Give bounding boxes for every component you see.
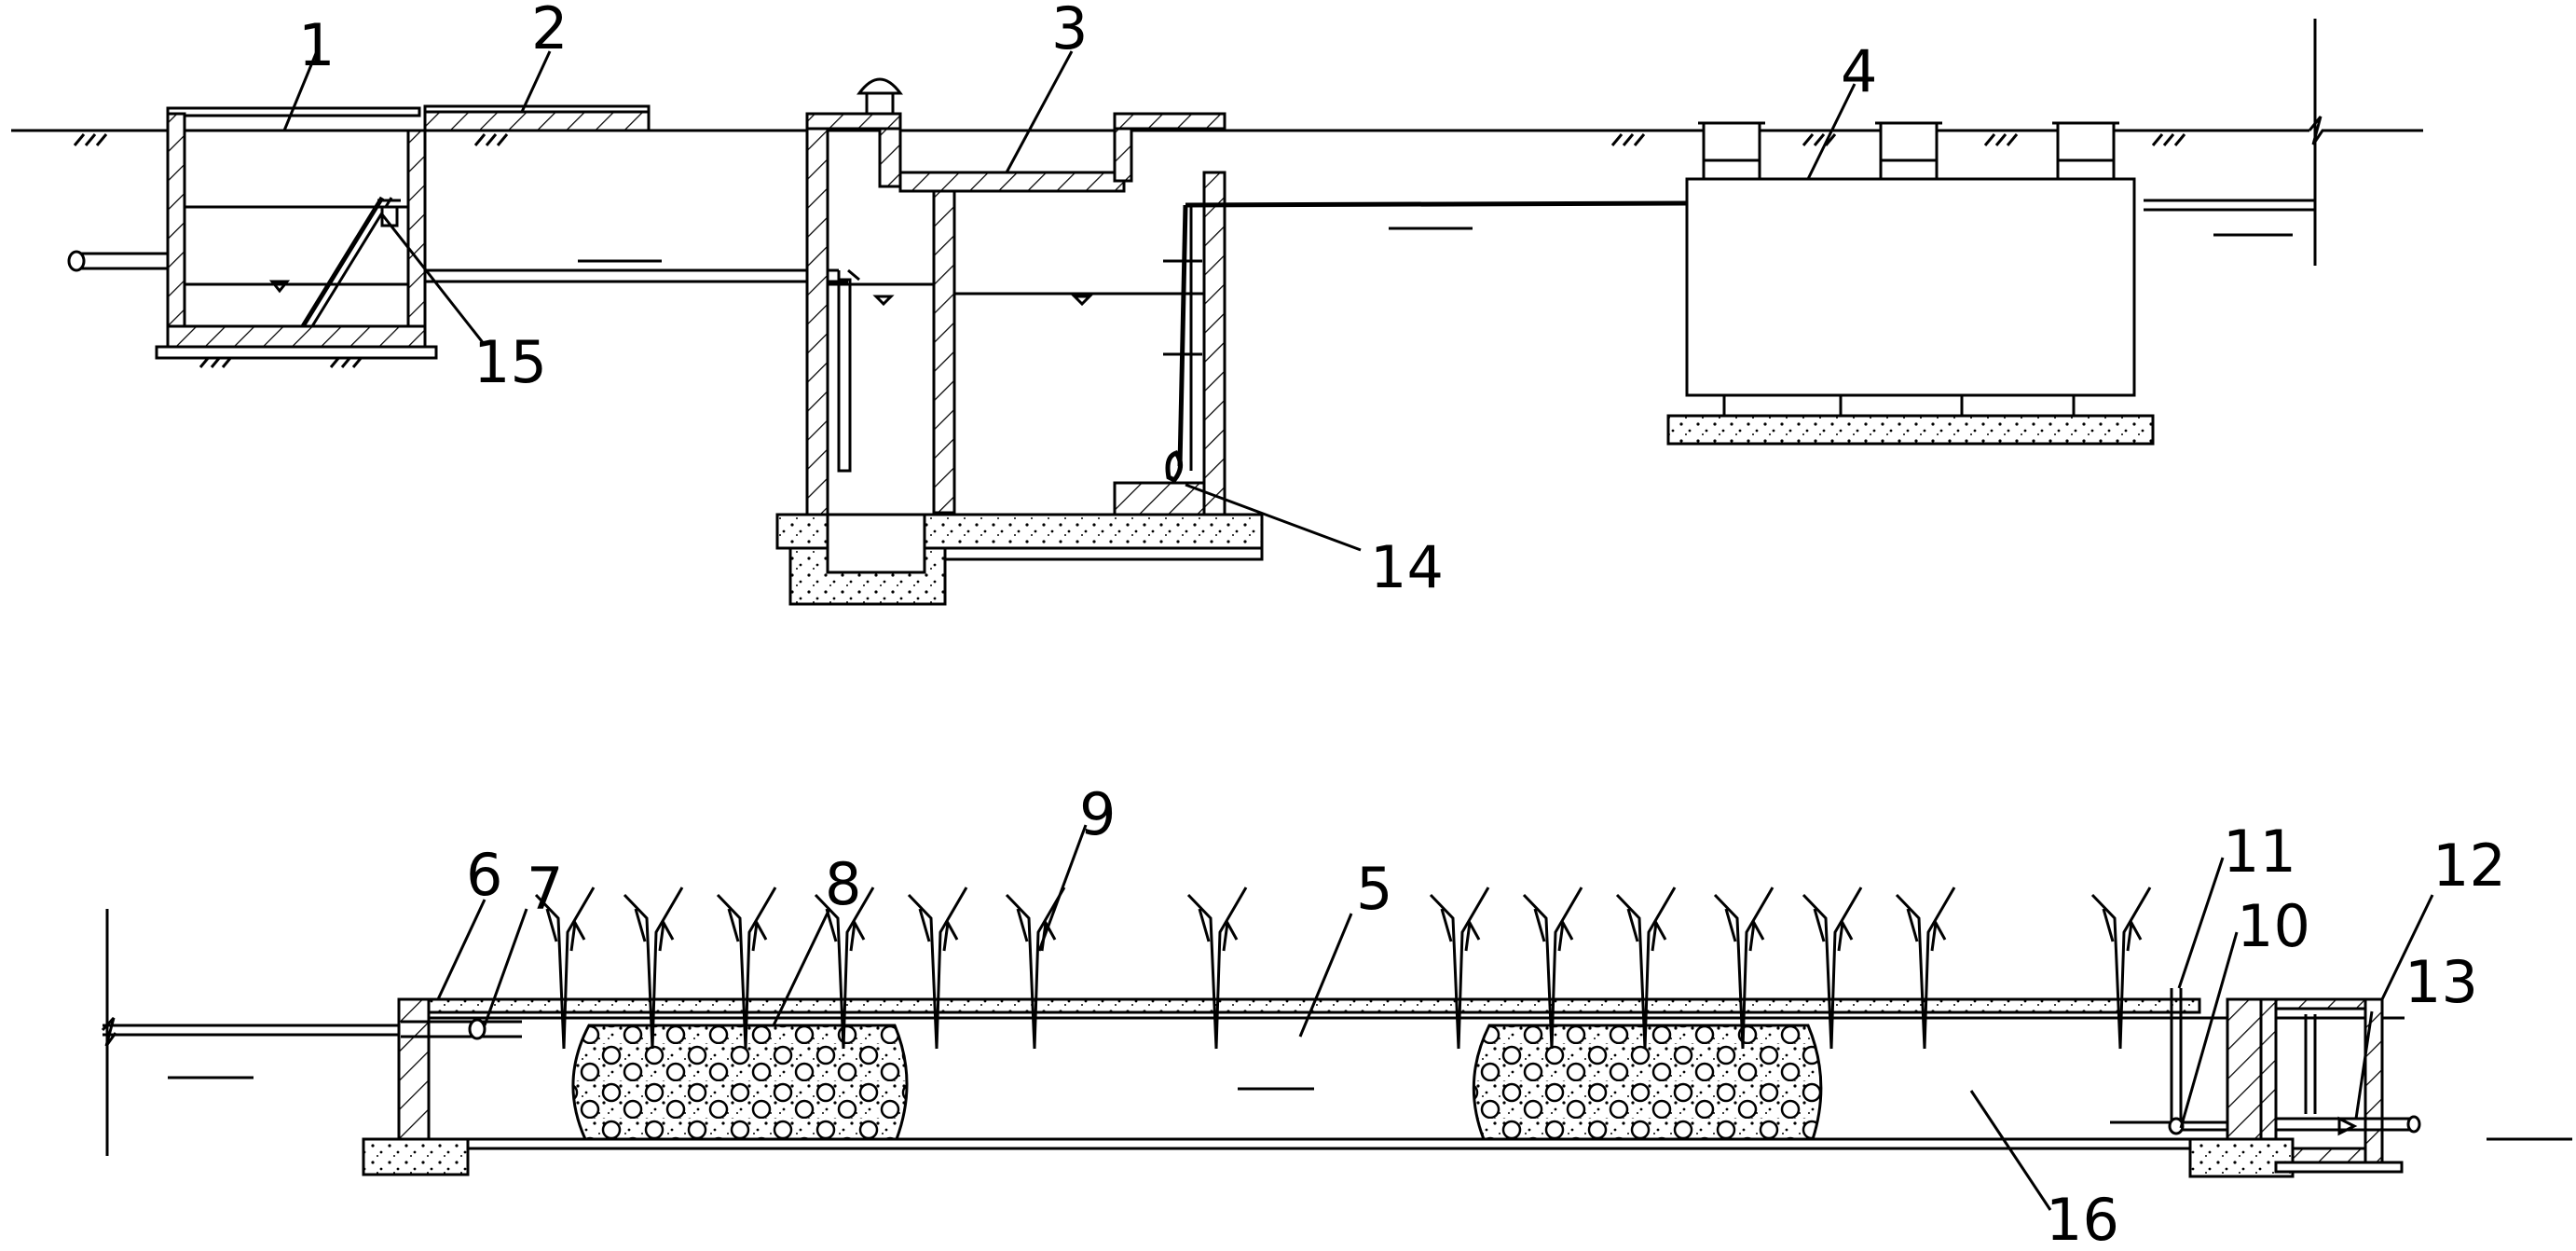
label-10: 10 bbox=[2237, 892, 2310, 960]
reed-plant bbox=[814, 887, 875, 1050]
reed-plant bbox=[623, 887, 684, 1050]
leader-15 bbox=[380, 213, 486, 346]
leader-14 bbox=[1185, 483, 1362, 552]
reed-plant bbox=[1802, 887, 1863, 1050]
label-11: 11 bbox=[2223, 818, 2296, 886]
reed-plant bbox=[1895, 887, 1956, 1050]
treatment-tank bbox=[1666, 121, 2155, 446]
reed-plant bbox=[2090, 887, 2152, 1050]
label-1: 1 bbox=[298, 11, 335, 79]
label-2: 2 bbox=[531, 0, 568, 62]
label-12: 12 bbox=[2432, 832, 2506, 900]
part-labels: 1 2 3 4 5 6 7 8 9 10 11 12 13 14 15 16 bbox=[298, 0, 2506, 1251]
reed-plant bbox=[1615, 887, 1677, 1050]
leader-3 bbox=[1005, 50, 1074, 173]
leader-12 bbox=[2380, 894, 2434, 1000]
leader-5 bbox=[1298, 913, 1353, 1038]
leader-8 bbox=[772, 908, 831, 1026]
reed-plant bbox=[534, 887, 596, 1050]
label-5: 5 bbox=[1356, 855, 1392, 923]
reed-plants bbox=[534, 887, 2152, 1050]
leader-6 bbox=[436, 899, 486, 1000]
pressure-pipe bbox=[1185, 200, 1688, 208]
pump-station bbox=[775, 77, 1362, 606]
leader-10 bbox=[2179, 931, 2239, 1129]
leader-1 bbox=[282, 50, 319, 131]
label-3: 3 bbox=[1051, 0, 1088, 62]
gravel-zone-right bbox=[1472, 1024, 1823, 1141]
leader-7 bbox=[483, 908, 528, 1026]
reed-plant bbox=[1522, 887, 1583, 1050]
ground-break-mark bbox=[2308, 116, 2423, 145]
reed-plant bbox=[716, 887, 777, 1050]
reed-plant bbox=[1186, 887, 1248, 1050]
label-6: 6 bbox=[466, 841, 502, 909]
outlet-well bbox=[2110, 988, 2421, 1178]
grille-well bbox=[67, 106, 486, 360]
label-14: 14 bbox=[1370, 533, 1444, 601]
leader-9 bbox=[1037, 824, 1088, 952]
leader-13 bbox=[2354, 1010, 2374, 1120]
cover-slab bbox=[423, 110, 651, 132]
reed-plant bbox=[1429, 887, 1490, 1050]
label-15: 15 bbox=[473, 328, 547, 396]
reed-plant bbox=[1005, 887, 1066, 1050]
label-7: 7 bbox=[527, 855, 563, 923]
reed-plant bbox=[1713, 887, 1774, 1050]
label-13: 13 bbox=[2405, 948, 2478, 1016]
label-9: 9 bbox=[1079, 780, 1116, 848]
label-8: 8 bbox=[825, 850, 861, 918]
leader-4 bbox=[1806, 83, 1857, 180]
label-4: 4 bbox=[1841, 37, 1877, 105]
label-16: 16 bbox=[2046, 1186, 2119, 1251]
leader-2 bbox=[520, 50, 552, 113]
leader-16 bbox=[1969, 1090, 2052, 1211]
reed-plant bbox=[907, 887, 968, 1050]
gravel-zone-left bbox=[571, 1024, 909, 1141]
leader-11 bbox=[2177, 857, 2225, 989]
upper-section bbox=[11, 19, 2423, 606]
lower-section bbox=[101, 824, 2572, 1211]
